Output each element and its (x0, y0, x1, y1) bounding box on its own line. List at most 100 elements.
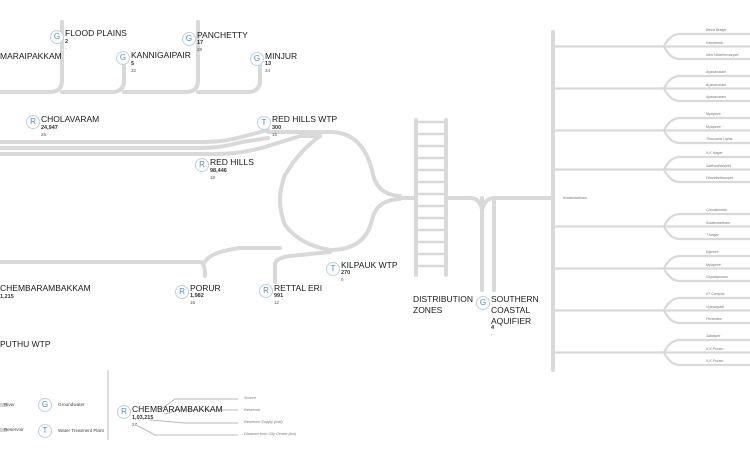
node-name: PUTHU WTP (0, 339, 51, 349)
zone-label: Kambeedu (706, 40, 724, 45)
tree-leaf-branch (662, 116, 750, 132)
node-name: RETTAL ERI (274, 283, 323, 293)
legend-treatment-plant-badge-icon: T (38, 424, 52, 438)
tree-leaf-branch (662, 168, 750, 184)
pipe-chembarambakkam (0, 260, 207, 278)
legend-annotation-distance: Distance from City Center (km) (244, 432, 297, 436)
node-name: PANCHETTY (197, 30, 248, 40)
groundwater-badge-icon: G (50, 30, 64, 44)
tree-leaf-branch (662, 212, 750, 228)
reservoir-badge-icon: R (117, 405, 131, 419)
node-chembarambakkam[interactable]: CHEMBARAMBAKKAM 1,215 (0, 283, 91, 300)
legend-annotation-supply: Reservoir Supply (mld) (244, 420, 283, 424)
reservoir-badge-icon: R (259, 284, 273, 298)
groundwater-badge-icon: G (116, 51, 130, 65)
tree-leaf-branch (662, 45, 750, 61)
tree-leaf-branch (662, 87, 750, 103)
pipe-line-1 (0, 128, 270, 144)
node-name: FLOOD PLAINS (65, 28, 127, 38)
node-distance: 28 (197, 47, 203, 52)
node-value: 1,215 (0, 294, 14, 300)
legend-annotation-source: Source (244, 396, 257, 400)
node-value: 1,03,215 (132, 415, 154, 421)
node-value: 5 (131, 61, 135, 67)
node-distance: 16 (190, 300, 196, 305)
node-name: KANNIGAIPAIR (131, 50, 191, 60)
pipe-red-hills-drop (278, 134, 332, 252)
zone-label: Perambur (706, 317, 722, 321)
treatment-plant-badge-icon: T (326, 262, 340, 276)
legend-annotation-reservoir: Reservoir (244, 408, 261, 412)
node-distance: 32 (131, 68, 137, 73)
center-zone-label: Kodambakkam (563, 196, 587, 200)
treatment-plant-badge-icon: T (257, 116, 271, 130)
zone-label: Ayanavaram (706, 82, 727, 87)
legend-leader-source (159, 398, 238, 411)
tree-leaf-branch (662, 225, 750, 241)
node-name: MINJUR (265, 51, 298, 61)
node-name: MARAIPAKKAM (0, 51, 62, 61)
node-maraipakkam[interactable]: MARAIPAKKAM (0, 51, 62, 61)
zone-label: IIT Campus (706, 292, 725, 296)
zone-label: K.K.Puram (706, 346, 724, 351)
node-puthu-wtp[interactable]: PUTHU WTP (0, 339, 51, 349)
zone-label: New Washermanpet (706, 53, 739, 57)
tree-leaf-branch (662, 254, 750, 270)
groundwater-badge-icon: G (250, 52, 264, 66)
node-name: CHOLAVARAM (41, 114, 100, 124)
node-distance: 27 (132, 422, 138, 427)
node-value: 270 (341, 270, 351, 276)
feeder-line-kannigaipair (60, 58, 126, 94)
pipe-line-3 (0, 134, 322, 156)
zone-label: Vyasarpadi (706, 304, 724, 309)
zone-label: Mylapore (706, 262, 721, 267)
groundwater-badge-icon: G (476, 296, 490, 310)
tree-leaf-branch (662, 338, 750, 354)
tree-leaf-branch (662, 32, 750, 48)
node-name: PORUR (190, 283, 221, 293)
feeder-line-panchetty (122, 20, 200, 94)
legend-reservoir-label: Reservoir (4, 427, 24, 432)
groundwater-badge-icon: G (182, 32, 196, 46)
zone-label: Kodambakkam (706, 220, 730, 225)
node-distance: 16 (272, 132, 278, 137)
node-distance: - (65, 46, 67, 51)
legend-river-label: River (4, 402, 15, 407)
zone-label: Saffronthaurpet (706, 163, 731, 168)
reservoir-badge-icon: R (195, 158, 209, 172)
feeder-line-maraipakkam (0, 20, 64, 94)
node-value: 300 (272, 125, 282, 131)
zone-label: Mylapore (706, 112, 721, 116)
tree-leaf-branch (662, 129, 750, 145)
pipe-rettal (273, 250, 332, 284)
node-value: 98,446 (210, 168, 227, 174)
legend-leader-distance (135, 424, 238, 436)
node-distance: 0 (341, 277, 344, 282)
node-value: 17 (197, 40, 204, 46)
zone-label: Ayanavaram (706, 70, 727, 74)
reservoir-badge-icon: R (26, 115, 40, 129)
legend-leader-supply (149, 419, 238, 424)
tree-leaf-branch (662, 296, 750, 312)
node-value: 1,982 (190, 293, 204, 299)
tree-leaf-branch (662, 267, 750, 283)
node-name: RED HILLS (210, 157, 254, 167)
node-name: CHEMBARAMBAKKAM (0, 283, 91, 293)
node-distance: 12 (274, 300, 280, 305)
legend-groundwater-label: Groundwater (58, 402, 85, 407)
zone-label: T.Nagar (706, 233, 719, 237)
pipe-kilpauk-wtp (328, 197, 402, 252)
node-distance: 24 (265, 68, 271, 73)
node-value: 991 (274, 293, 284, 299)
distribution-zones-label: DISTRIBUTION ZONES (413, 294, 473, 315)
pipe-porur (203, 246, 282, 264)
node-name: CHEMBARAMBAKKAM (132, 404, 223, 414)
legend-leader-reservoir (164, 409, 238, 415)
tree-leaf-branch (662, 309, 750, 325)
pipe-red-hills-wtp (266, 130, 402, 198)
zone-label: K.K Nagar (706, 151, 723, 155)
reservoir-badge-icon: R (175, 285, 189, 299)
feeder-line-minjur (196, 58, 262, 94)
node-name: KILPAUK WTP (341, 260, 398, 270)
